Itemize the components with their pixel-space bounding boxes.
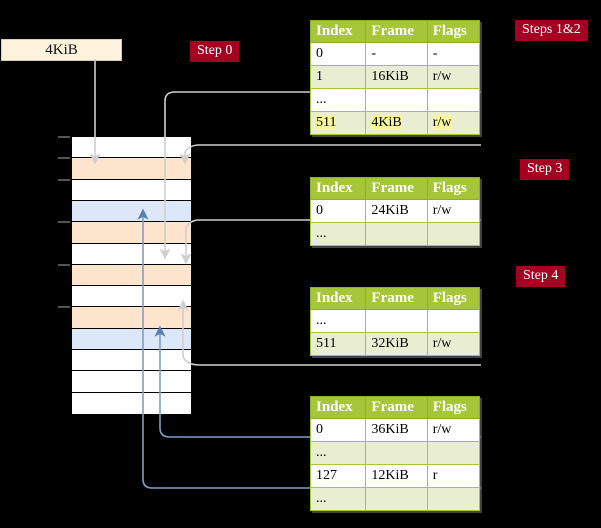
table-cell-index: 127 bbox=[309, 464, 367, 488]
memory-frame-row bbox=[72, 264, 191, 287]
memory-frame-row bbox=[72, 328, 191, 351]
source-frame-label: 4KiB bbox=[45, 42, 78, 58]
table-cell-flags: r/w bbox=[426, 111, 481, 135]
memory-frame-row bbox=[72, 179, 191, 201]
table-cell-index: 0 bbox=[309, 199, 367, 223]
memory-address-tick bbox=[58, 221, 70, 224]
table-cell-flags: r/w bbox=[426, 418, 481, 442]
table-cell-frame: 12KiB bbox=[365, 464, 428, 488]
table-cell-flags: r/w bbox=[426, 65, 481, 89]
memory-frame-row bbox=[72, 137, 191, 159]
table-cell-flags bbox=[426, 222, 481, 246]
table-cell-flags: r bbox=[426, 464, 481, 488]
table-cell-frame: 24KiB bbox=[365, 199, 428, 223]
column-header-frame: Frame bbox=[365, 20, 428, 43]
table-cell-frame bbox=[365, 487, 428, 511]
column-header-index: Index bbox=[309, 177, 367, 200]
table-cell-index: ... bbox=[309, 88, 367, 112]
badge-step4: Step 4 bbox=[516, 266, 566, 287]
table-cell-index: ... bbox=[309, 487, 367, 511]
table-cell-flags bbox=[426, 487, 481, 511]
memory-address-tick bbox=[58, 157, 70, 160]
table-row[interactable]: ... bbox=[309, 88, 481, 112]
table-cell-flags: - bbox=[426, 42, 481, 66]
memory-frame-row bbox=[72, 350, 191, 372]
table-cell-flags: r/w bbox=[426, 199, 481, 223]
table-cell-index: ... bbox=[309, 441, 367, 465]
table-cell-frame bbox=[365, 309, 428, 333]
memory-address-tick bbox=[58, 263, 70, 266]
source-frame-box: 4KiB bbox=[1, 39, 122, 61]
column-header-flags: Flags bbox=[426, 20, 481, 43]
table-cell-index: 0 bbox=[309, 42, 367, 66]
column-header-index: Index bbox=[309, 287, 367, 310]
memory-frame-row bbox=[72, 243, 191, 265]
memory-address-tick bbox=[58, 136, 70, 138]
table-row[interactable]: ... bbox=[309, 309, 481, 333]
memory-frame-row bbox=[72, 392, 191, 414]
column-header-frame: Frame bbox=[365, 177, 428, 200]
memory-address-tick bbox=[58, 178, 70, 181]
badge-step3: Step 3 bbox=[520, 159, 570, 180]
table-cell-index: 511 bbox=[309, 332, 367, 356]
table-cell-frame bbox=[365, 222, 428, 246]
column-header-frame: Frame bbox=[365, 287, 428, 310]
table-cell-frame: 4KiB bbox=[365, 111, 428, 135]
column-header-flags: Flags bbox=[426, 396, 481, 419]
table-cell-frame: - bbox=[365, 42, 428, 66]
memory-frame-row bbox=[72, 307, 191, 329]
table-cell-index: ... bbox=[309, 309, 367, 333]
table-cell-frame: 36KiB bbox=[365, 418, 428, 442]
memory-frame-row bbox=[72, 286, 191, 308]
table-cell-flags: r/w bbox=[426, 332, 481, 356]
memory-frame-row bbox=[72, 158, 191, 180]
physical-memory-column bbox=[71, 136, 191, 415]
table-cell-frame bbox=[365, 88, 428, 112]
table-cell-flags bbox=[426, 309, 481, 333]
memory-frame-row bbox=[72, 200, 191, 223]
table-cell-frame bbox=[365, 441, 428, 465]
table-cell-index: 0 bbox=[309, 418, 367, 442]
badge-step0: Step 0 bbox=[190, 41, 240, 62]
column-header-flags: Flags bbox=[426, 177, 481, 200]
badge-steps12: Steps 1&2 bbox=[515, 20, 588, 41]
table-cell-flags bbox=[426, 88, 481, 112]
column-header-index: Index bbox=[309, 20, 367, 43]
table-cell-index: ... bbox=[309, 222, 367, 246]
table-cell-flags bbox=[426, 441, 481, 465]
table-cell-index: 1 bbox=[309, 65, 367, 89]
column-header-frame: Frame bbox=[365, 396, 428, 419]
column-header-flags: Flags bbox=[426, 287, 481, 310]
table-row[interactable]: ... bbox=[309, 487, 481, 511]
memory-frame-row bbox=[72, 371, 191, 393]
wire-t0-511-to-mem bbox=[179, 144, 481, 165]
table-row[interactable]: ... bbox=[309, 441, 481, 465]
table-row[interactable]: 0-- bbox=[309, 42, 481, 66]
column-header-index: Index bbox=[309, 396, 367, 419]
memory-frame-row bbox=[72, 222, 191, 244]
table-cell-index: 511 bbox=[309, 111, 367, 135]
table-cell-frame: 16KiB bbox=[365, 65, 428, 89]
table-row[interactable]: ... bbox=[309, 222, 481, 246]
memory-address-tick bbox=[58, 306, 70, 309]
table-cell-frame: 32KiB bbox=[365, 332, 428, 356]
